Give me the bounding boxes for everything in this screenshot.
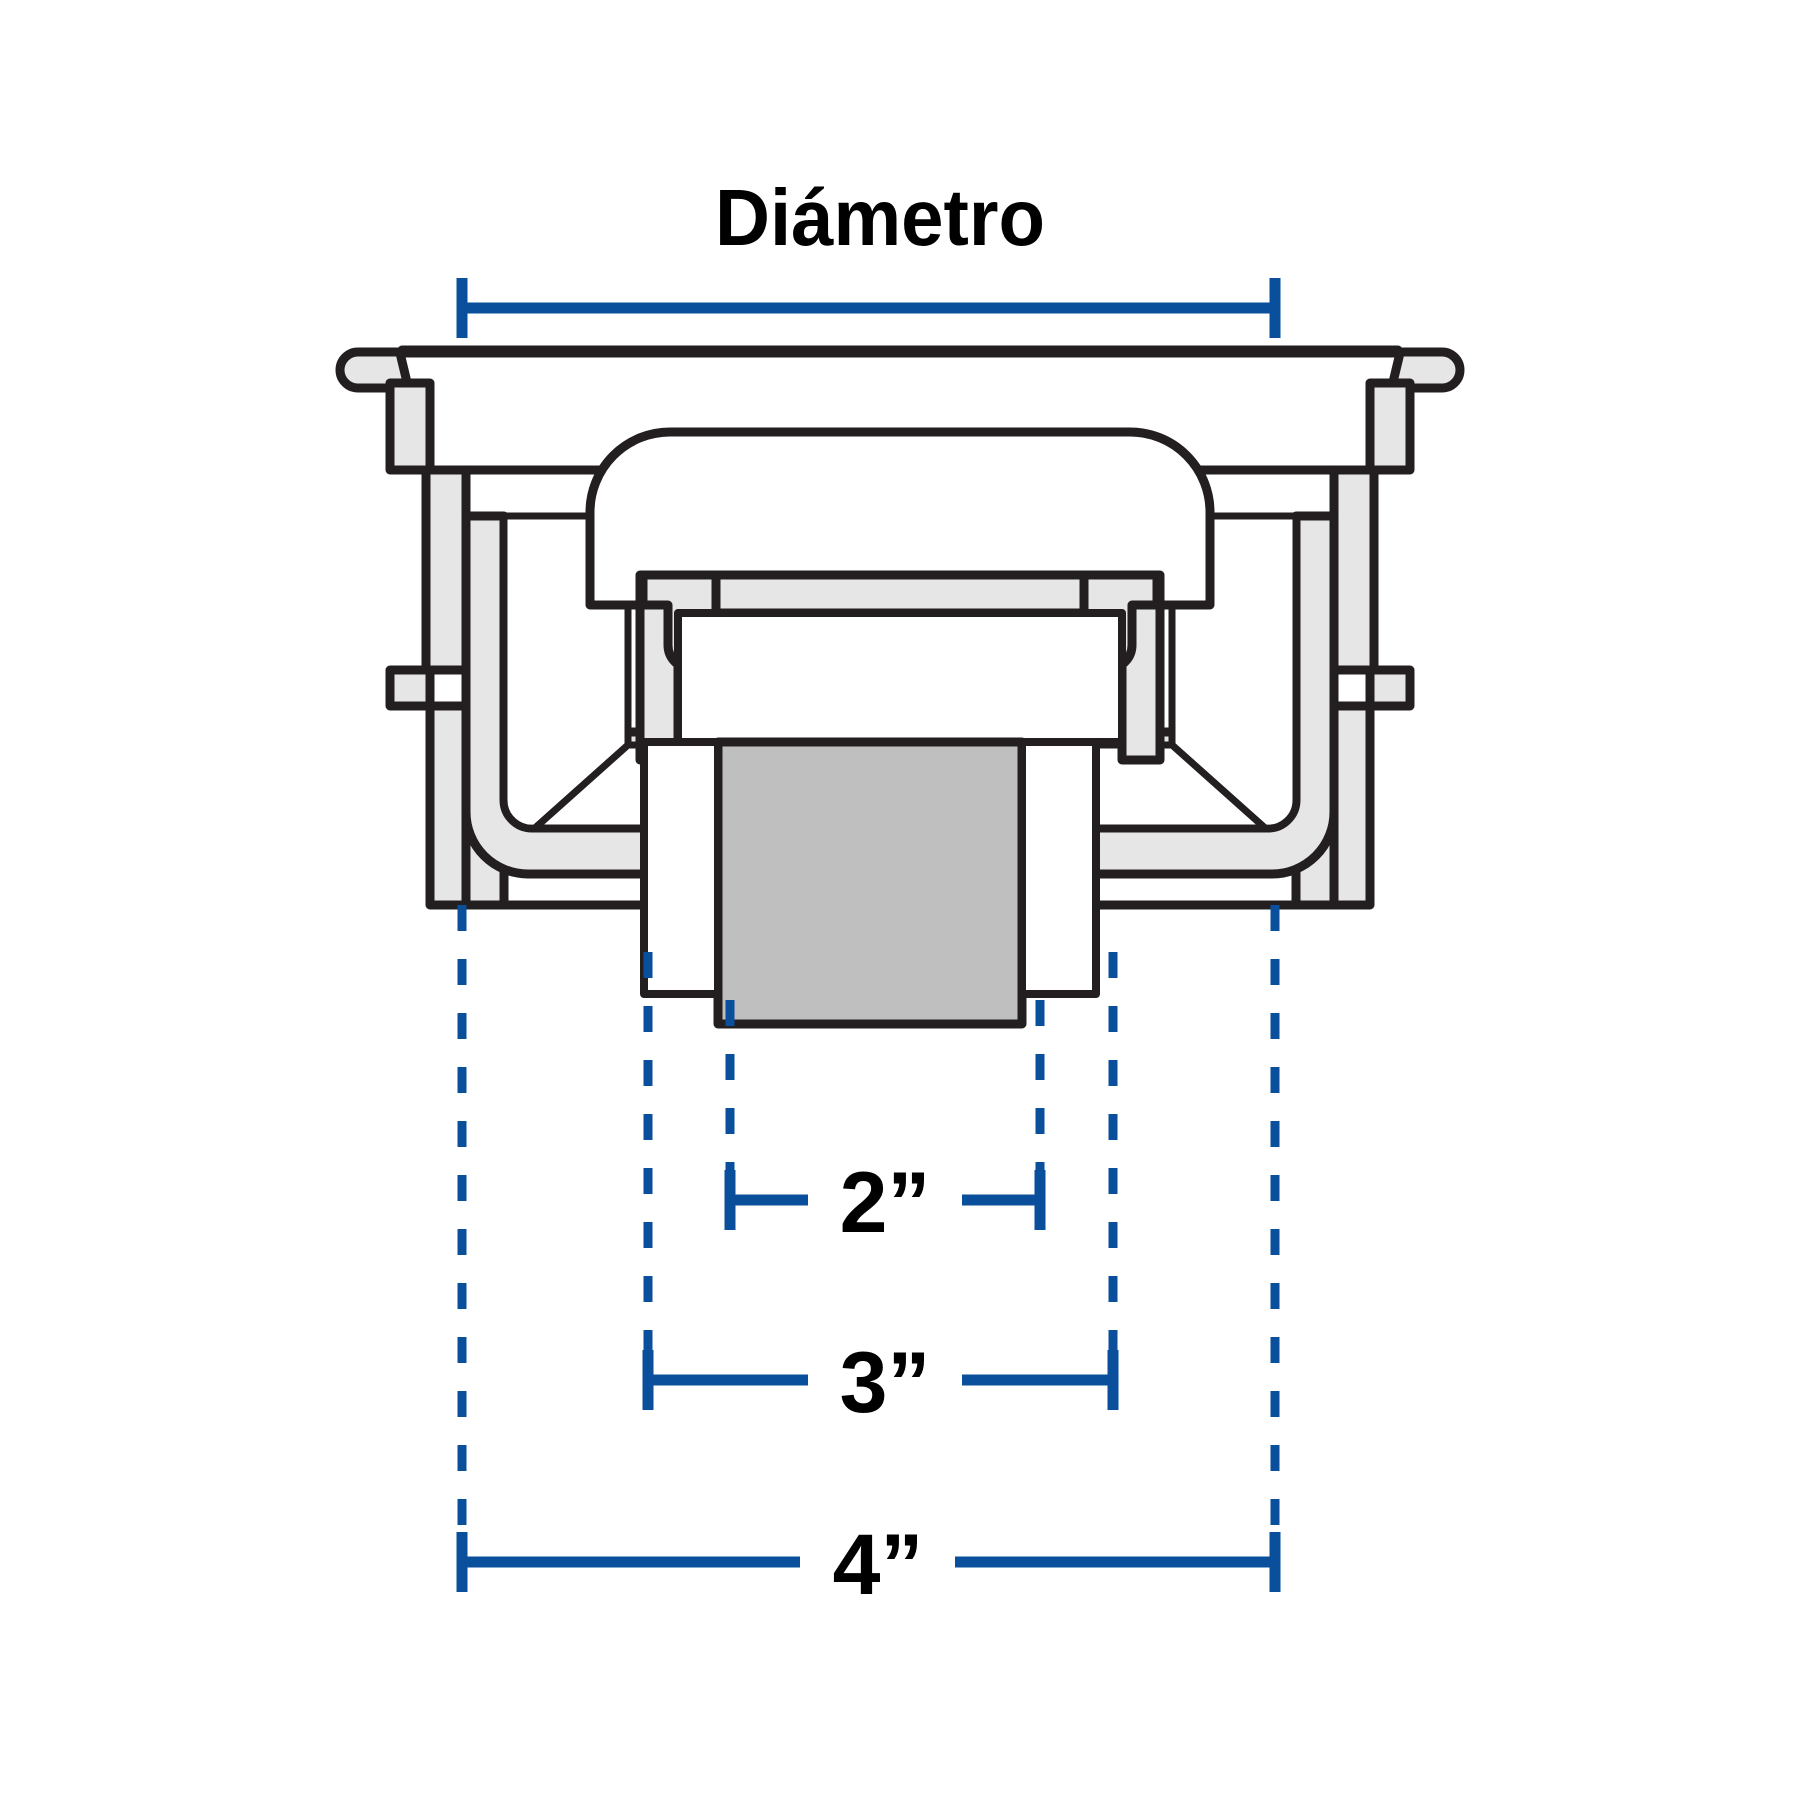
dimension-two-inch	[724, 1170, 1046, 1230]
dome-cover	[585, 427, 1215, 610]
dimension-three-inch	[642, 1350, 1119, 1410]
dimension-diametro	[456, 278, 1281, 338]
outlet-collar-right	[1018, 738, 1100, 998]
page-title: Diámetro	[715, 173, 1045, 262]
dimension-label-2in: 2”	[840, 1155, 931, 1251]
outlet-collar-left	[640, 738, 722, 998]
cross-section-group	[335, 345, 1465, 1029]
extension-lines-group	[457, 905, 1280, 1562]
dimension-four-inch	[456, 1532, 1281, 1592]
center-chamber	[674, 609, 1126, 746]
outlet-insert	[713, 737, 1027, 1029]
dimension-label-3in: 3”	[840, 1335, 931, 1431]
dimension-label-4in: 4”	[833, 1517, 924, 1613]
